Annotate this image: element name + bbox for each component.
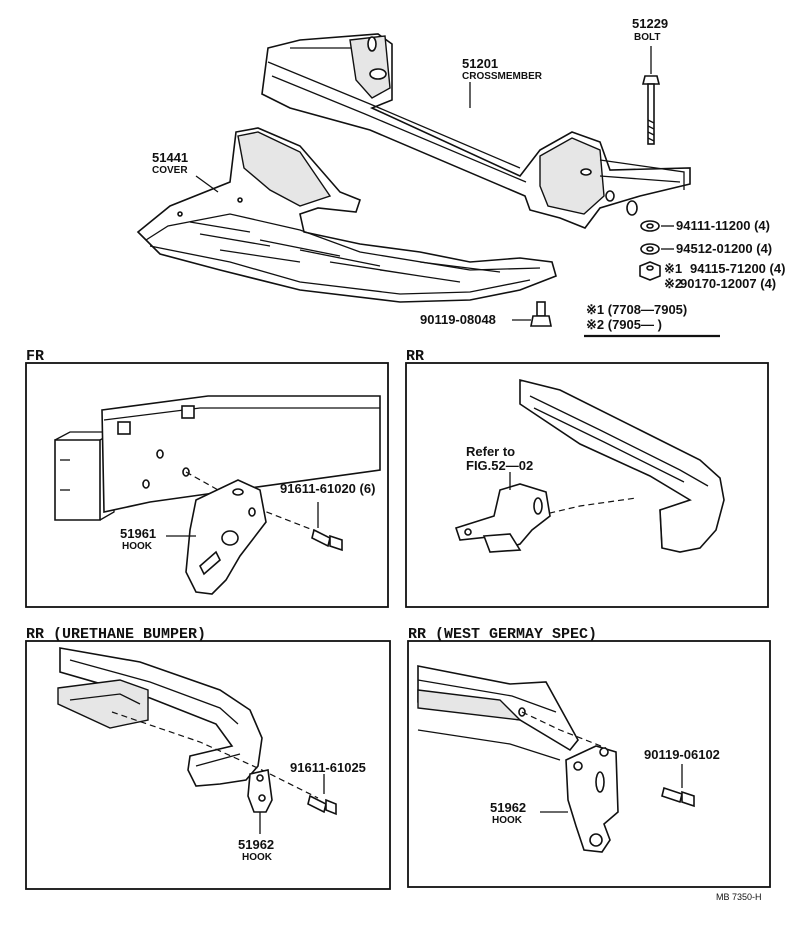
rr-west-hook-drawing xyxy=(565,745,619,853)
rr-west-bolt-drawing xyxy=(661,786,695,808)
note-2: ※2 (7905— ) xyxy=(586,317,662,332)
rr-urethane-hook-part-number: 51962 xyxy=(238,837,274,852)
screw-drawing xyxy=(512,301,552,327)
fr-dashed-line xyxy=(185,471,319,533)
rr-west-bolt-part-number: 90119-06102 xyxy=(644,747,720,762)
rr-panel-frame xyxy=(405,362,769,608)
rr-west-dashed-line xyxy=(521,711,607,749)
nut-1-part-number: 94115-71200 (4) xyxy=(690,261,785,276)
rr-west-hook-name: HOOK xyxy=(492,815,523,826)
rr-panel: Refer to FIG.52—02 xyxy=(405,362,769,608)
cover-part-number: 51441 xyxy=(152,150,188,165)
fr-hook-name: HOOK xyxy=(122,541,153,552)
rr-west-panel-frame xyxy=(407,640,771,888)
rr-urethane-bumper-drawing xyxy=(57,647,263,787)
bolt-drawing xyxy=(641,46,661,145)
crossmember-part-number: 51201 xyxy=(462,56,498,71)
nut-2-part-number: 90170-12007 (4) xyxy=(680,276,776,291)
crossmember-name: CROSSMEMBER xyxy=(462,71,543,82)
rr-west-hook-part-number: 51962 xyxy=(490,800,526,815)
rr-refer-line-2: FIG.52—02 xyxy=(466,458,533,473)
rr-urethane-panel: 91611-61025 51962 HOOK xyxy=(25,640,391,890)
screw-part-number: 90119-08048 xyxy=(420,312,496,327)
rr-urethane-hook-name: HOOK xyxy=(242,852,273,863)
fr-frame-rail-drawing xyxy=(54,395,381,521)
nut-2-mark: ※2 xyxy=(664,276,682,291)
fr-panel-frame xyxy=(25,362,389,608)
rr-refer-line-1: Refer to xyxy=(466,444,515,459)
fr-panel: 91611-61020 (6) 51961 HOOK xyxy=(25,362,389,608)
rr-urethane-dashed-line xyxy=(111,711,319,799)
cover-leader xyxy=(195,175,219,193)
rr-bracket-drawing xyxy=(454,483,551,553)
bolt-part-number: 51229 xyxy=(632,16,668,31)
rr-west-panel: 90119-06102 51962 HOOK xyxy=(407,640,771,888)
rr-west-panel-title: RR (WEST GERMAY SPEC) xyxy=(408,626,597,643)
rr-urethane-hook-drawing xyxy=(247,769,273,813)
rr-bumper-drawing xyxy=(519,378,725,553)
washer-1-part-number: 94111-11200 (4) xyxy=(676,218,770,233)
cover-drawing xyxy=(136,127,557,303)
fr-bolt-drawing xyxy=(311,528,343,552)
washers-drawing xyxy=(639,220,674,281)
crossmember-drawing xyxy=(261,33,691,229)
bolt-name: BOLT xyxy=(634,32,660,43)
nut-1-mark: ※1 xyxy=(664,261,682,276)
cover-name: COVER xyxy=(152,165,188,176)
fr-hook-drawing xyxy=(185,479,267,595)
washer-2-part-number: 94512-01200 (4) xyxy=(676,241,772,256)
fr-hook-part-number: 51961 xyxy=(120,526,156,541)
rr-west-bumper-drawing xyxy=(417,665,579,761)
rr-panel-title: RR xyxy=(406,348,424,365)
note-1: ※1 (7708—7905) xyxy=(586,302,687,317)
rr-urethane-panel-title: RR (URETHANE BUMPER) xyxy=(26,626,206,643)
figure-code: MB 7350-H xyxy=(716,892,762,902)
fr-bolt-part-number: 91611-61020 (6) xyxy=(280,481,375,496)
rr-urethane-bolt-part-number: 91611-61025 xyxy=(290,760,366,775)
rr-urethane-panel-frame xyxy=(25,640,391,890)
fr-panel-title: FR xyxy=(26,348,44,365)
rr-urethane-bolt-drawing xyxy=(307,794,337,816)
